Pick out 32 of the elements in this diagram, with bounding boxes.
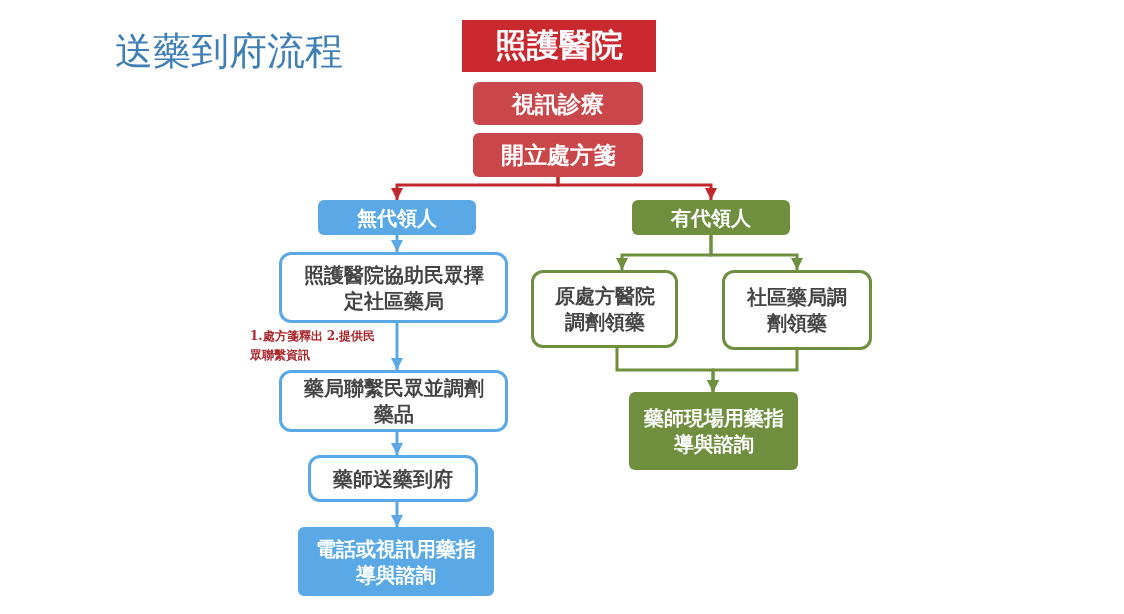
process-box — [629, 392, 798, 470]
arrow — [707, 350, 799, 392]
arrow — [391, 235, 403, 252]
title: 送藥到府流程 — [115, 28, 343, 75]
box-text: 原處方醫院調劑領藥 — [553, 283, 656, 335]
arrow — [391, 432, 403, 455]
box-text: 照護醫院協助民眾擇定社區藥局 — [302, 261, 485, 314]
box-text: 無代領人 — [357, 204, 437, 231]
category-box — [318, 200, 476, 235]
process-box — [308, 455, 478, 502]
box-text: 有代領人 — [671, 204, 751, 231]
process-box — [279, 370, 508, 432]
box-text: 開立處方箋 — [500, 140, 616, 170]
category-box — [632, 200, 790, 235]
box-text: 藥師現場用藥指導與諮詢 — [643, 405, 784, 457]
process-box — [473, 133, 643, 177]
process-box — [473, 82, 643, 125]
hospital-box — [462, 20, 656, 72]
box-text: 藥師送藥到府 — [333, 465, 453, 492]
process-box — [531, 270, 678, 348]
arrow — [391, 323, 403, 370]
process-box — [298, 527, 494, 596]
process-box — [722, 270, 872, 350]
arrow — [391, 502, 403, 527]
box-text: 藥局聯繫民眾並調劑藥品 — [302, 375, 485, 427]
process-box — [279, 252, 508, 323]
arrow — [556, 177, 717, 200]
box-text: 電話或視訊用藥指導與諮詢 — [315, 535, 477, 588]
box-text: 照護醫院 — [495, 25, 623, 67]
box-text: 社區藥局調劑領藥 — [746, 284, 848, 336]
arrow — [709, 235, 803, 270]
box-text: 視訊診療 — [512, 88, 604, 119]
